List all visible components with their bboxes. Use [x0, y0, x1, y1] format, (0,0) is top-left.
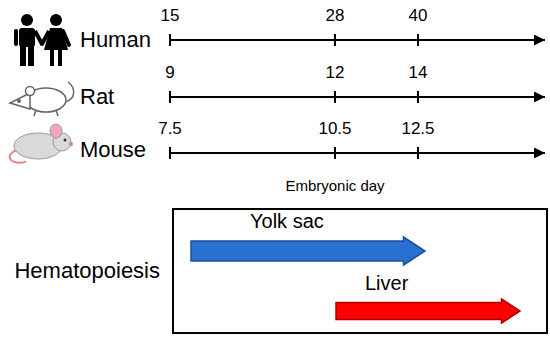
liver-arrow: Liver [335, 272, 521, 324]
arrow-body [336, 299, 520, 323]
rat-icon [10, 82, 74, 116]
region-heading: Hematopoiesis [14, 258, 160, 283]
day-number: 7.5 [158, 119, 182, 139]
species-name: Human [80, 27, 151, 52]
day-number: 10.5 [318, 119, 351, 139]
head [50, 14, 62, 26]
hematopoiesis-box: HematopoiesisYolk sacLiver [172, 208, 548, 334]
leg [50, 50, 54, 66]
eye [64, 139, 67, 142]
head [21, 14, 33, 26]
eye [18, 100, 20, 102]
tick [334, 91, 336, 103]
timelines [170, 34, 545, 159]
mouse-icon [10, 124, 73, 163]
ear [26, 87, 35, 96]
tick [417, 147, 419, 159]
timeline-axis [170, 152, 545, 154]
timeline-axis [170, 39, 545, 41]
day-number: 9 [165, 63, 174, 83]
human-icon [14, 14, 69, 66]
head [10, 93, 30, 109]
ear [50, 124, 62, 138]
arrow-label: Yolk sac [250, 210, 324, 233]
yolk-sac-arrow: Yolk sac [190, 210, 426, 266]
day-number: 28 [326, 6, 345, 26]
timeline-axis [170, 96, 545, 98]
leg [58, 50, 62, 66]
arrow-label: Liver [365, 272, 408, 295]
day-number: 12 [326, 63, 345, 83]
nose [69, 142, 73, 146]
tick [169, 91, 171, 103]
torso [19, 28, 35, 47]
leg [20, 46, 26, 66]
tick [417, 34, 419, 46]
axis-title: Embryonic day [285, 177, 384, 194]
arm [14, 29, 18, 46]
tick [169, 34, 171, 46]
day-number: 14 [409, 63, 428, 83]
species-name: Mouse [80, 137, 146, 162]
day-number: 15 [161, 6, 180, 26]
joined-hands [35, 31, 49, 44]
arrow-body [191, 237, 425, 265]
tick [417, 91, 419, 103]
tick [334, 147, 336, 159]
legs [34, 110, 58, 116]
tick [334, 34, 336, 46]
day-number: 40 [409, 6, 428, 26]
tick [169, 147, 171, 159]
leg [28, 46, 34, 66]
arrow-shape [335, 272, 521, 324]
day-number: 12.5 [401, 119, 434, 139]
species-name: Rat [80, 84, 114, 109]
arm [63, 31, 69, 45]
